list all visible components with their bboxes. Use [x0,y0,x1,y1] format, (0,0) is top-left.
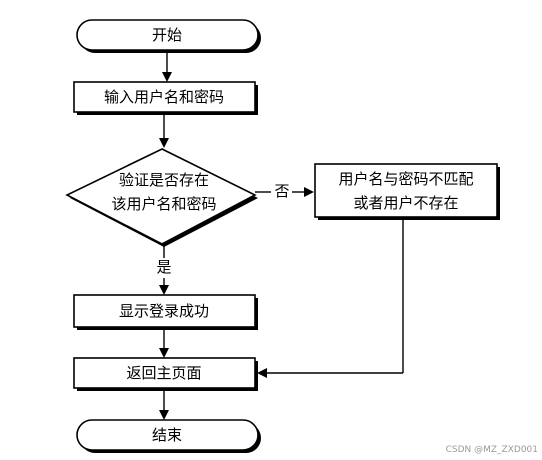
edge-return-to-end [159,391,169,420]
watermark-text: CSDN @MZ_ZXD001 [446,445,538,455]
login-success-label: 显示登录成功 [119,302,209,320]
end-label: 结束 [152,426,182,444]
error-label-line2: 或者用户不存在 [353,194,458,212]
edge-start-to-input [162,53,172,82]
edge-success-to-return [159,330,169,358]
start-node: 开始 [76,19,261,53]
edge-input-to-decision [159,115,169,148]
start-label: 开始 [152,26,182,44]
edge-decision-to-error: 否 [255,182,314,200]
edge-error-to-return [257,220,404,378]
return-home-label: 返回主页面 [126,364,201,382]
end-node: 结束 [76,419,261,453]
edge-decision-to-success: 是 [156,244,172,295]
error-label-line1: 用户名与密码不匹配 [338,170,473,188]
yes-edge-label: 是 [156,258,171,276]
verify-decision-node: 验证是否存在 该用户名和密码 [65,148,258,247]
input-credentials-node: 输入用户名和密码 [73,81,258,115]
decision-label-line2: 该用户名和密码 [111,195,216,213]
error-message-node: 用户名与密码不匹配 或者用户不存在 [314,163,500,220]
login-success-node: 显示登录成功 [73,294,258,330]
input-credentials-label: 输入用户名和密码 [104,88,224,106]
decision-label-line1: 验证是否存在 [119,171,209,189]
no-edge-label: 否 [274,182,289,200]
return-home-node: 返回主页面 [73,357,258,391]
